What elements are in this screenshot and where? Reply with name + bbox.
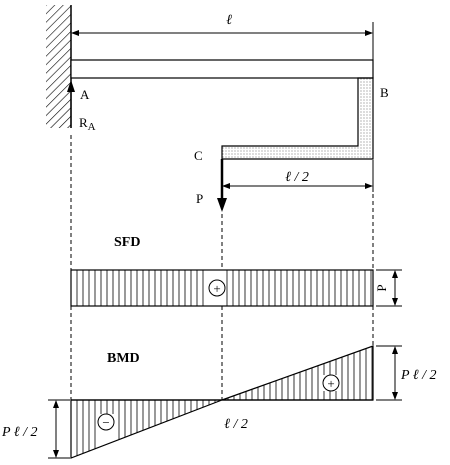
fixed-wall-support [46, 5, 72, 128]
bmd-right-value-label: P ℓ / 2 [400, 368, 437, 383]
point-b-label: B [380, 85, 389, 100]
load-label: P [196, 191, 203, 206]
span-dimension: ℓ [71, 13, 374, 60]
load-arrow: P [196, 159, 227, 212]
bmd-left-value-dimension: P ℓ / 2 [1, 399, 70, 459]
bmd-title: BMD [107, 351, 140, 366]
svg-text:+: + [327, 376, 334, 391]
reaction-label: RA [79, 115, 96, 133]
half-span-dimension: ℓ / 2 [222, 160, 374, 192]
bracket-bc [221, 77, 374, 160]
sfd-value-dimension: P [374, 269, 402, 307]
half-span-label: ℓ / 2 [285, 170, 309, 185]
bmd-minus-sign: − [97, 413, 115, 431]
beam-ab [70, 59, 374, 79]
point-c-label: C [194, 148, 203, 163]
span-label: ℓ [226, 13, 232, 28]
bmd-zero-location-label: ℓ / 2 [224, 417, 248, 432]
svg-text:+: + [213, 281, 220, 296]
projection-lines [70, 135, 374, 400]
reaction-arrow: RA [67, 80, 96, 133]
bmd-right-value-dimension: P ℓ / 2 [376, 345, 437, 401]
bmd-left-value-label: P ℓ / 2 [1, 425, 38, 440]
svg-text:−: − [102, 415, 109, 430]
sfd-title: SFD [114, 235, 140, 250]
point-a-label: A [80, 87, 90, 102]
sfd-value-label: P [374, 284, 389, 291]
bmd-plus-sign: + [322, 374, 340, 392]
sfd-plus-sign: + [208, 279, 226, 297]
